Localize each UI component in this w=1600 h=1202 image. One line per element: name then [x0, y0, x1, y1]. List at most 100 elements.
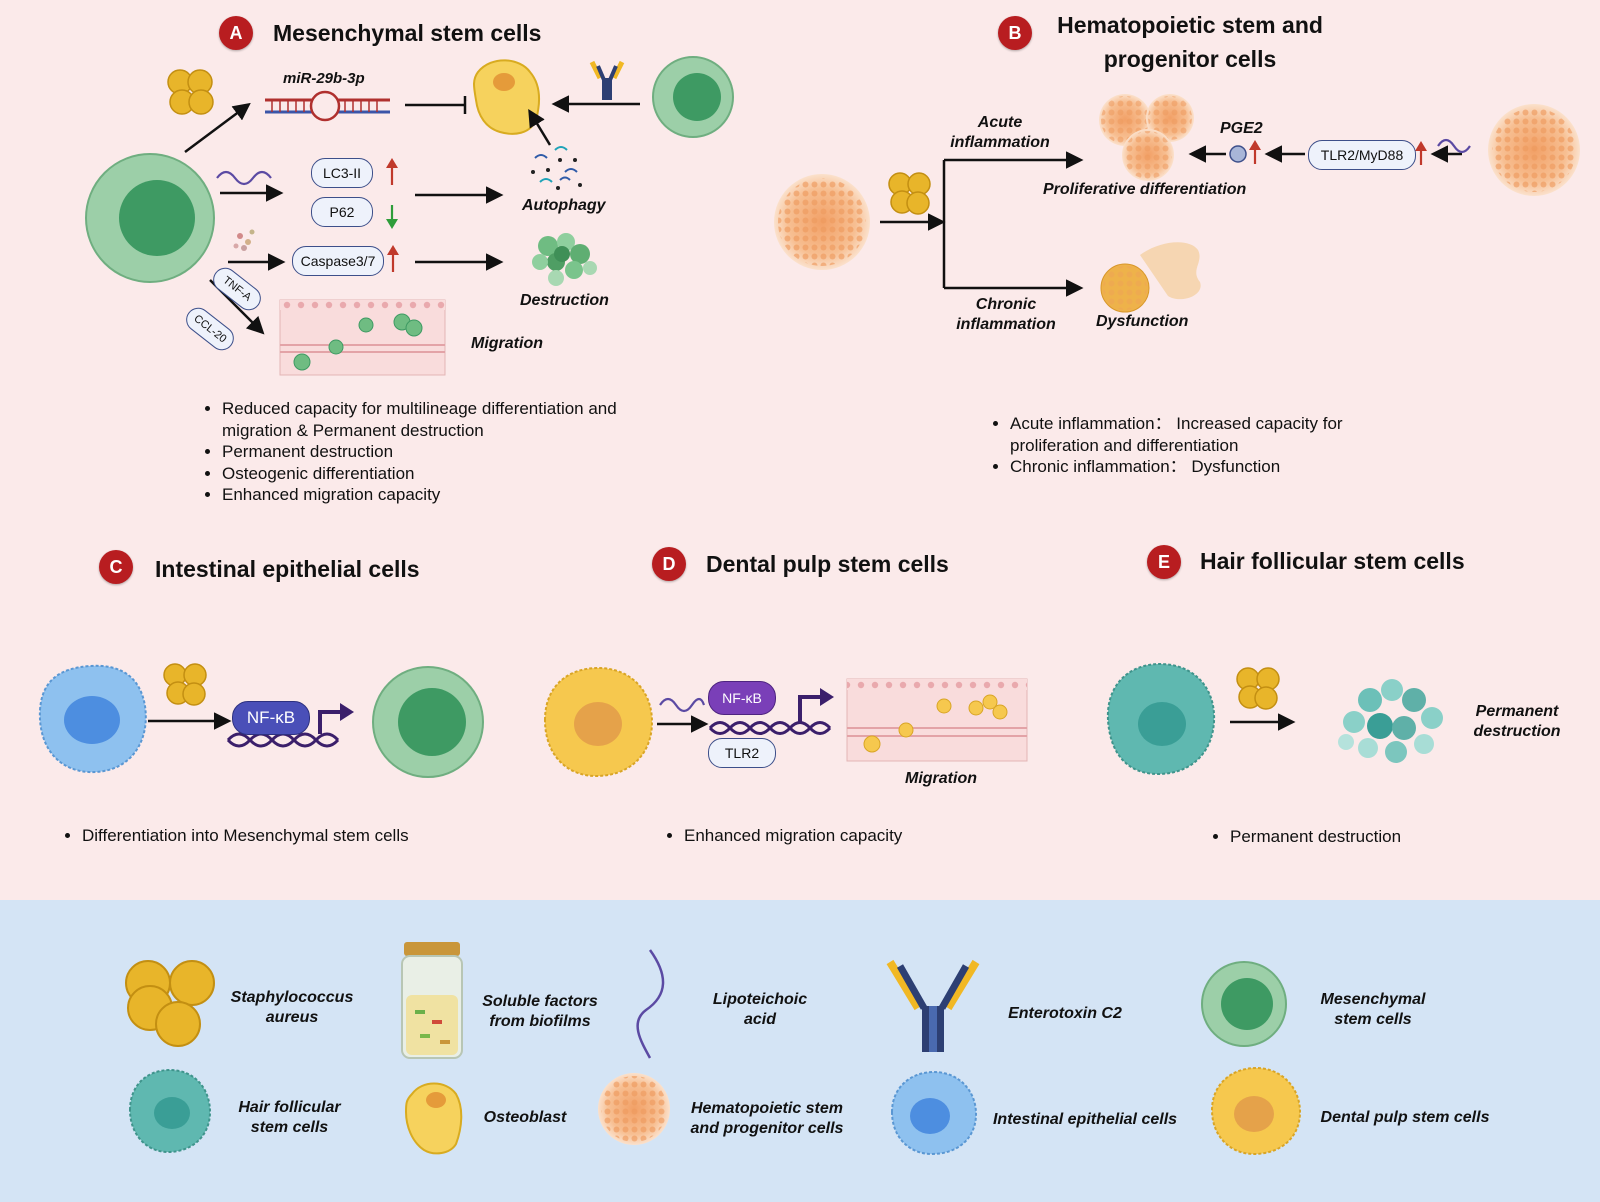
panel-b-title-line2: progenitor cells	[1103, 46, 1277, 72]
panel-b-graphics	[774, 94, 1580, 313]
panel-a-badge: A	[219, 16, 253, 50]
panel-b-bullet: Chronic inflammation： Dysfunction	[1010, 456, 1420, 478]
panel-e-badge: E	[1147, 545, 1181, 579]
legend-area	[0, 900, 1600, 1202]
enterotoxin-icon-a	[589, 60, 625, 100]
hspc-proliferation-icon	[1099, 94, 1194, 181]
legend-enterotoxin-c2: Enterotoxin C2	[1008, 1005, 1122, 1022]
panel-a-bullet: Osteogenic differentiation	[222, 463, 682, 485]
lta-icon-b	[1437, 138, 1471, 154]
migration-label-d: Migration	[905, 770, 977, 787]
pge2-label: PGE2	[1220, 120, 1263, 137]
autophagy-label: Autophagy	[522, 197, 606, 214]
legend-staphylococcus-aureus: Staphylococcus aureus	[230, 989, 354, 1026]
biofilm-factors-icon-a	[233, 229, 255, 251]
migration-label-a: Migration	[471, 335, 543, 352]
mirna-label: miR-29b-3p	[283, 70, 365, 87]
destruction-label: Destruction	[520, 292, 609, 309]
panel-b-bullet: Acute inflammation： Increased capacity f…	[1010, 413, 1420, 456]
panel-c-bullet: Differentiation into Mesenchymal stem ce…	[82, 825, 522, 847]
dpsc-cell-icon-d	[543, 666, 654, 778]
panel-c-bullets: Differentiation into Mesenchymal stem ce…	[62, 825, 522, 847]
panel-c-badge: C	[99, 550, 133, 584]
nfkb-pill-c: NF-κB	[232, 701, 310, 735]
lc3-pill: LC3-II	[311, 158, 373, 188]
panel-e-graphics	[1106, 662, 1443, 776]
dysfunction-label: Dysfunction	[1096, 313, 1189, 330]
enterotoxin-c2-icon	[886, 959, 980, 1052]
hfsc-legend-icon	[128, 1068, 212, 1154]
panel-a-bullets: Reduced capacity for multilineage differ…	[202, 398, 682, 506]
tlr2-up-arrow	[1415, 141, 1427, 165]
panel-b-title-line1: Hematopoietic stem and	[1057, 12, 1323, 38]
permanent-destruction-label: Permanent destruction	[1473, 703, 1561, 740]
p62-pill: P62	[311, 197, 373, 227]
panel-d-bullet: Enhanced migration capacity	[684, 825, 1064, 847]
legend-icons	[125, 942, 1302, 1156]
msc-legend-icon	[1201, 961, 1287, 1047]
legend-lipoteichoic-acid: Lipoteichoic acid	[712, 991, 808, 1028]
p62-down-arrow	[386, 205, 398, 229]
msc-cell-icon-a2	[652, 56, 734, 138]
hspc-cell-icon-b2	[1488, 104, 1580, 196]
hspc-legend-icon	[598, 1073, 670, 1145]
nfkb-pill-d: NF-κB	[708, 681, 776, 715]
iec-legend-icon	[890, 1070, 978, 1156]
panel-d-bullets: Enhanced migration capacity	[664, 825, 1064, 847]
dpsc-legend-icon	[1210, 1066, 1302, 1156]
migration-tissue-icon-d	[846, 678, 1028, 762]
hspc-cell-icon-b	[774, 174, 870, 270]
panel-e-bullets: Permanent destruction	[1210, 826, 1560, 848]
hfsc-destruction-icon	[1338, 679, 1443, 763]
panel-d-graphics	[543, 666, 1028, 778]
msc-cell-icon-a	[85, 153, 215, 283]
staph-icon-e	[1236, 667, 1280, 710]
panel-d-title: Dental pulp stem cells	[706, 551, 949, 577]
panel-d-badge: D	[652, 547, 686, 581]
tlr2-pill-d: TLR2	[708, 738, 776, 768]
autophagy-icon	[531, 146, 582, 190]
biofilm-jar-icon	[401, 942, 463, 1059]
staphylococcus-aureus-icon	[125, 960, 215, 1047]
proliferative-differentiation-label: Proliferative differentiation	[1043, 181, 1247, 198]
legend-soluble-factors: Soluble factors from biofilms	[482, 993, 598, 1030]
legend-intestinal-epithelial-cells: Intestinal epithelial cells	[992, 1111, 1178, 1128]
iec-cell-icon-c	[38, 664, 147, 774]
pge2-icon	[1229, 145, 1247, 163]
osteoblast-legend-icon	[404, 1082, 463, 1155]
dna-icon-d	[708, 688, 834, 735]
panel-a-bullet: Enhanced migration capacity	[222, 484, 682, 506]
panel-b-badge: B	[998, 16, 1032, 50]
destruction-icon-a	[532, 233, 597, 286]
lipoteichoic-acid-icon	[636, 949, 665, 1059]
legend-hair-follicular-stem-cells: Hair follicular stem cells	[238, 1099, 341, 1136]
legend-hspc: Hematopoietic stem and progenitor cells	[690, 1100, 844, 1137]
legend-mesenchymal-stem-cells: Mesenchymal stem cells	[1320, 991, 1426, 1028]
panel-c-graphics	[38, 663, 484, 778]
panel-c-title: Intestinal epithelial cells	[155, 556, 420, 582]
tlr2-myd88-pill: TLR2/MyD88	[1308, 140, 1416, 170]
mirna-icon	[265, 90, 390, 122]
hspc-dysfunction-icon	[1100, 242, 1201, 313]
hfsc-cell-icon-e	[1106, 662, 1216, 776]
panel-b-bullets: Acute inflammation： Increased capacity f…	[990, 413, 1420, 478]
caspase-pill: Caspase3/7	[292, 246, 384, 276]
panel-a-bullet: Permanent destruction	[222, 441, 682, 463]
acute-inflammation-label: Acute inflammation	[950, 114, 1050, 151]
staph-icon-a	[167, 69, 214, 115]
panel-a-title: Mesenchymal stem cells	[273, 20, 542, 46]
pge2-up-arrow	[1249, 140, 1261, 164]
staph-icon-c	[163, 663, 207, 706]
panel-a-graphics	[85, 56, 734, 376]
panel-e-bullet: Permanent destruction	[1230, 826, 1560, 848]
panel-e-title: Hair follicular stem cells	[1200, 548, 1465, 574]
staph-icon-b	[888, 172, 931, 215]
legend-osteoblast: Osteoblast	[483, 1109, 567, 1126]
migration-tissue-icon-a	[279, 299, 446, 376]
legend-dental-pulp-stem-cells: Dental pulp stem cells	[1320, 1109, 1490, 1126]
osteoblast-icon-a	[473, 59, 541, 135]
panel-a-bullet: Reduced capacity for multilineage differ…	[222, 398, 682, 441]
chronic-inflammation-label: Chronic inflammation	[956, 296, 1056, 333]
msc-cell-icon-c	[372, 666, 484, 778]
